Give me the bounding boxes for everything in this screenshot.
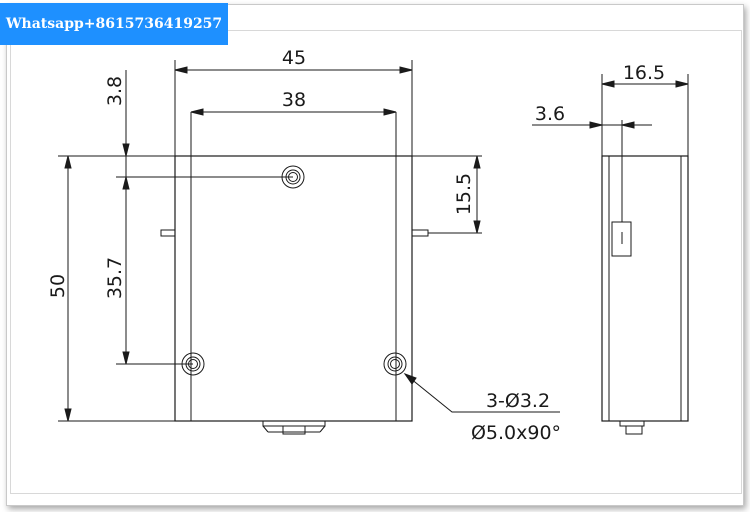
mount-hole-top <box>281 165 305 189</box>
drawing-frame <box>6 4 744 506</box>
dim-height-total: 50 <box>47 274 69 298</box>
dim-pin-offset: 15.5 <box>453 173 475 215</box>
side-view <box>532 74 689 435</box>
side-pin-block <box>611 221 632 257</box>
side-body-outline <box>601 155 689 422</box>
left-pin <box>160 229 176 237</box>
hole-callout-count-diameter: 3-Ø3.2 <box>486 390 550 412</box>
dimension-lines <box>64 66 560 422</box>
front-view <box>58 60 482 435</box>
dim-top-offset: 3.8 <box>104 76 126 106</box>
drawing-inner-border <box>10 30 742 494</box>
watermark-banner: Whatsapp+8615736419257 <box>0 3 228 45</box>
mount-hole-bottom-right <box>383 352 407 376</box>
right-pin <box>411 229 429 237</box>
dim-width-holes: 38 <box>282 89 306 111</box>
watermark-text: Whatsapp+8615736419257 <box>5 16 223 32</box>
dim-pin-depth: 3.6 <box>535 103 565 125</box>
dim-hole-spacing: 35.7 <box>104 257 126 299</box>
dim-width-outer: 45 <box>282 47 306 69</box>
mount-hole-bottom-left <box>181 352 205 376</box>
bottom-terminal <box>262 420 326 435</box>
dim-depth: 16.5 <box>623 62 665 84</box>
front-body-outline <box>174 155 413 422</box>
hole-callout-countersink: Ø5.0x90° <box>471 422 561 444</box>
